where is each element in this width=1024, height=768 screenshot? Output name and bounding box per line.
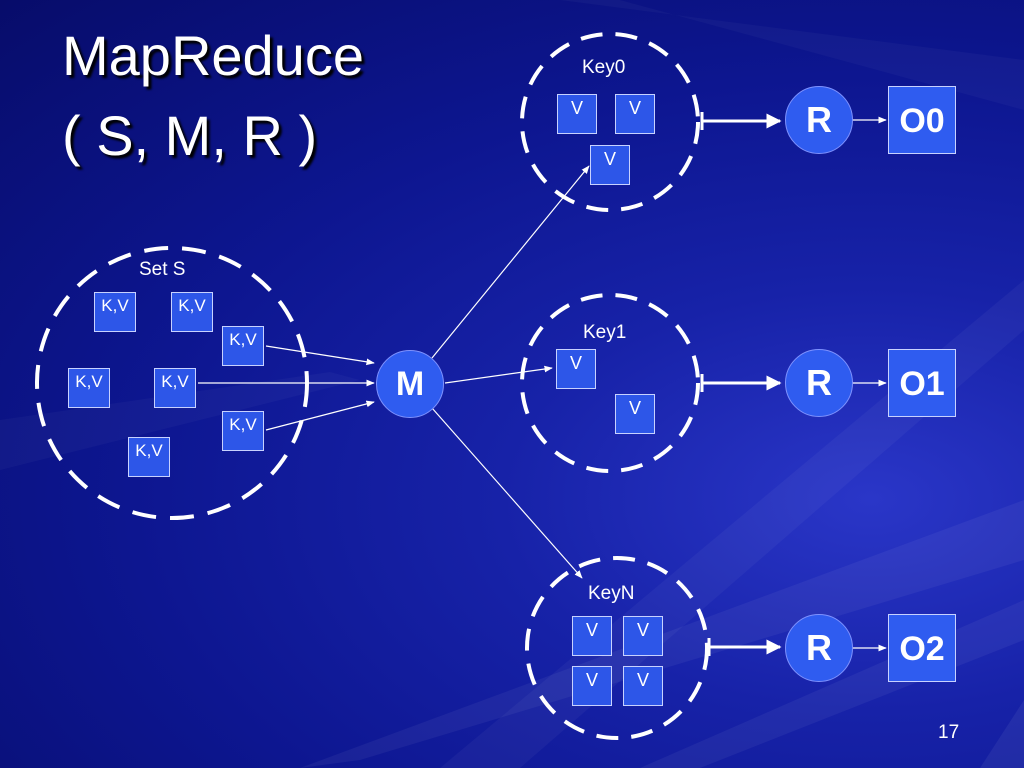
- set-s-label: Set S: [139, 259, 186, 280]
- slide-number: 17: [938, 722, 960, 743]
- keyn-value-2: V: [623, 616, 663, 656]
- map-to-key1-arrow: [444, 365, 553, 384]
- set-s-pair-6: K,V: [222, 411, 264, 451]
- key0-to-reducer-arrow: [700, 112, 782, 130]
- output-o0: O0: [888, 86, 956, 154]
- input-arrow-1: [265, 345, 375, 366]
- set-s-pair-5: K,V: [154, 368, 196, 408]
- output-o2: O2: [888, 614, 956, 682]
- set-s-pair-2: K,V: [171, 292, 213, 332]
- key0-value-1: V: [557, 94, 597, 134]
- key0-group-boundary: [520, 32, 700, 212]
- set-s-pair-1: K,V: [94, 292, 136, 332]
- set-s-pair-3: K,V: [222, 326, 264, 366]
- key1-value-2: V: [615, 394, 655, 434]
- map-to-keyn-arrow: [431, 407, 583, 579]
- keyn-value-1: V: [572, 616, 612, 656]
- keyn-value-3: V: [572, 666, 612, 706]
- set-s-pair-4: K,V: [68, 368, 110, 408]
- key1-group-boundary: [520, 293, 700, 473]
- slide-title-line-2: ( S, M, R ): [62, 104, 318, 167]
- keyn-to-reducer-arrow: [707, 638, 782, 656]
- input-arrow-3: [265, 400, 375, 431]
- key0-label: Key0: [582, 57, 626, 78]
- key1-value-1: V: [556, 349, 596, 389]
- keyn-value-4: V: [623, 666, 663, 706]
- map-node: M: [376, 350, 444, 418]
- keyn-label: KeyN: [588, 583, 635, 604]
- key1-to-reducer-arrow: [700, 374, 782, 392]
- reducer-node-0: R: [785, 86, 853, 154]
- slide-title-line-1: MapReduce: [62, 24, 364, 87]
- reducer-node-1: R: [785, 349, 853, 417]
- output-o1: O1: [888, 349, 956, 417]
- key1-label: Key1: [583, 322, 627, 343]
- map-to-key0-arrow: [431, 165, 590, 359]
- key0-value-3: V: [590, 145, 630, 185]
- key0-value-2: V: [615, 94, 655, 134]
- set-s-pair-7: K,V: [128, 437, 170, 477]
- reducer-node-n: R: [785, 614, 853, 682]
- keyn-group-boundary: [525, 556, 709, 740]
